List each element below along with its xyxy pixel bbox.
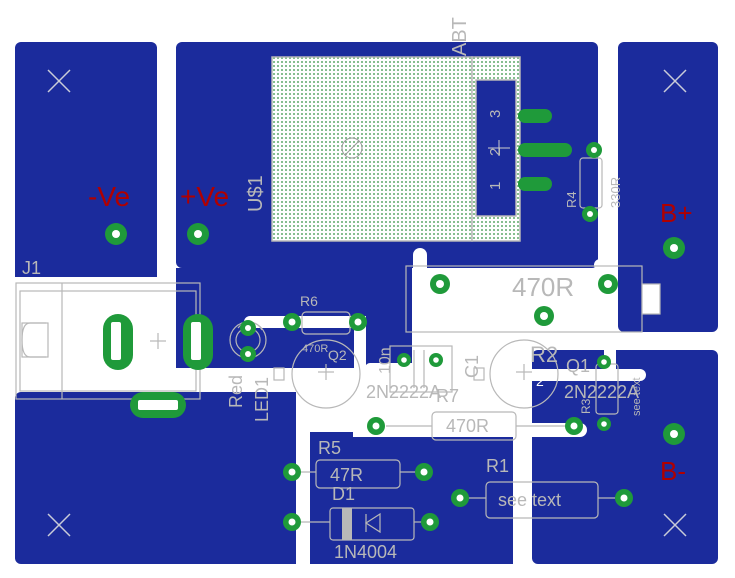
label-abt: ABT bbox=[449, 17, 471, 56]
pad-r6-a bbox=[283, 313, 301, 331]
pad-r1-b bbox=[615, 489, 633, 507]
pad-neg-ve bbox=[105, 223, 127, 245]
label-q1-pin2: 2 bbox=[536, 373, 544, 389]
label-pos-ve: +Ve bbox=[180, 181, 229, 212]
pad-c1-a bbox=[397, 353, 411, 367]
pad-led-b bbox=[240, 346, 256, 362]
label-q2: Q2 bbox=[328, 347, 347, 363]
pads bbox=[105, 142, 685, 531]
pad-r2-b bbox=[597, 417, 611, 431]
resistor-r7 bbox=[386, 411, 574, 441]
label-q1: Q1 bbox=[566, 356, 590, 376]
label-pin-2: 2 bbox=[487, 148, 504, 156]
pad-r7-b bbox=[565, 417, 583, 435]
label-pin-1: 1 bbox=[487, 182, 504, 190]
label-neg-ve: -Ve bbox=[88, 181, 130, 212]
pad-b-plus bbox=[663, 237, 685, 259]
label-r3-value: 470R bbox=[512, 272, 574, 302]
pour-left-top bbox=[15, 42, 157, 284]
pad-r1-a bbox=[451, 489, 469, 507]
pad-r3-a bbox=[430, 274, 450, 294]
label-r4-value: 330R bbox=[608, 177, 623, 208]
trace-r7 bbox=[353, 413, 587, 437]
pour-right-top bbox=[618, 42, 718, 332]
labels: -Ve +Ve B+ B- J1 U$1 ABT 3 2 1 R4 330R 4… bbox=[22, 17, 693, 562]
pad-r5-b bbox=[415, 463, 433, 481]
label-r1-value: see text bbox=[498, 490, 561, 510]
label-r5-value: 47R bbox=[330, 465, 363, 485]
label-led-color: Red bbox=[226, 375, 246, 408]
regulator-u1 bbox=[271, 56, 521, 242]
label-c1-value: 10n bbox=[377, 347, 394, 374]
transistor-q1 bbox=[473, 339, 559, 409]
label-q2-pin1: 1 bbox=[300, 373, 308, 389]
label-d1: D1 bbox=[332, 484, 355, 504]
resistor-r3 bbox=[405, 265, 661, 333]
label-r3-name: R3 bbox=[579, 398, 593, 414]
capacitor-c1 bbox=[389, 345, 453, 393]
label-d1-value: 1N4004 bbox=[334, 542, 397, 562]
pad-c1-b bbox=[429, 353, 443, 367]
label-q1-value: 2N2222A bbox=[564, 382, 639, 402]
label-q2-value: 2N2222A bbox=[366, 382, 441, 402]
pad-r3-c bbox=[534, 306, 554, 326]
diode-d1 bbox=[292, 507, 430, 541]
label-r6: R6 bbox=[300, 293, 318, 309]
pad-r5-a bbox=[283, 463, 301, 481]
label-r6-value: 470R bbox=[302, 343, 328, 355]
pad-d1-a bbox=[283, 513, 301, 531]
pour-right-bottom bbox=[532, 350, 718, 564]
label-q1-pin1: 1 bbox=[498, 373, 506, 389]
pour-left-bottom bbox=[15, 392, 303, 564]
label-c1: C1 bbox=[462, 355, 482, 378]
pad-r7-a bbox=[367, 417, 385, 435]
label-r7-name: R7 bbox=[436, 386, 459, 406]
label-r4: R4 bbox=[564, 191, 579, 208]
label-led1: LED1 bbox=[252, 377, 272, 422]
pad-r6-b bbox=[349, 313, 367, 331]
label-q2-pin2: 2 bbox=[338, 373, 346, 389]
pad-d1-b bbox=[421, 513, 439, 531]
label-r5: R5 bbox=[318, 438, 341, 458]
label-r2: R2 bbox=[530, 342, 558, 367]
transistor-q2 bbox=[273, 339, 361, 409]
hole-top-right bbox=[663, 69, 687, 93]
pad-r4-a bbox=[586, 142, 602, 158]
label-pin-3: 3 bbox=[487, 110, 504, 118]
pad-b-minus bbox=[663, 423, 685, 445]
regulator-leads bbox=[518, 109, 572, 191]
label-j1: J1 bbox=[22, 258, 41, 278]
trace-r3-right bbox=[594, 259, 616, 381]
hole-top-left bbox=[47, 69, 71, 93]
pad-r4-b bbox=[582, 206, 598, 222]
hole-bottom-left bbox=[47, 513, 71, 537]
mounting-holes bbox=[47, 69, 687, 537]
hole-bottom-right bbox=[663, 513, 687, 537]
label-r2-value: see text bbox=[631, 377, 643, 416]
j1-pads bbox=[103, 314, 213, 418]
label-r1: R1 bbox=[486, 456, 509, 476]
label-b-minus: B- bbox=[660, 456, 686, 486]
pad-led-a bbox=[240, 320, 256, 336]
label-us1: U$1 bbox=[245, 175, 267, 212]
label-b-plus: B+ bbox=[660, 198, 693, 228]
label-r7-value: 470R bbox=[446, 416, 489, 436]
pad-r3-b bbox=[598, 274, 618, 294]
pad-r2-a bbox=[597, 355, 611, 369]
pad-pos-ve bbox=[187, 223, 209, 245]
